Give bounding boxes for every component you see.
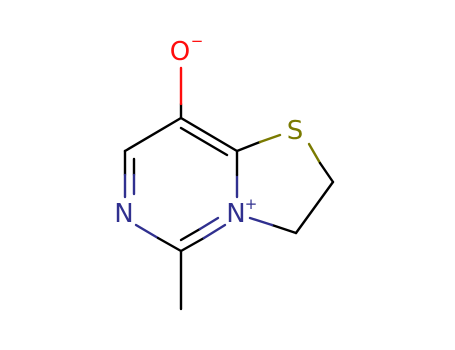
bond-c3-n4 (270, 223, 298, 235)
nitrogen-ring-atom-label: N (114, 199, 133, 229)
bond-c5-n4-outer (179, 236, 206, 253)
sulfur-atom-label: S (287, 116, 304, 146)
bond-c5-n4-inner (179, 227, 202, 242)
bond-c8a-c8-inner (179, 126, 229, 157)
oxygen-atom-label: O (170, 37, 190, 67)
bond-c3-n4-hetero (248, 216, 274, 227)
nitrogen-cation-atom-label: N (226, 199, 245, 229)
nitrogen-cation-charge-label: + (245, 195, 258, 213)
bond-c8-c7 (123, 116, 183, 153)
bond-n6-c5 (156, 236, 183, 253)
bond-n6-c5-hetero (134, 223, 160, 240)
bond-s-c2 (318, 161, 335, 184)
bond-c2-c3 (294, 180, 335, 235)
bond-c8a-c8-outer (179, 116, 239, 153)
oxygen-charge-label: − (191, 32, 204, 50)
bond-c8a-s-hetero (258, 133, 282, 144)
bond-c8a-s (235, 140, 262, 153)
bond-c5-n4-outer-hetero (202, 223, 227, 240)
bond-c5-n4-inner-hetero (198, 216, 220, 231)
bond-s-c2-hetero (307, 142, 322, 165)
